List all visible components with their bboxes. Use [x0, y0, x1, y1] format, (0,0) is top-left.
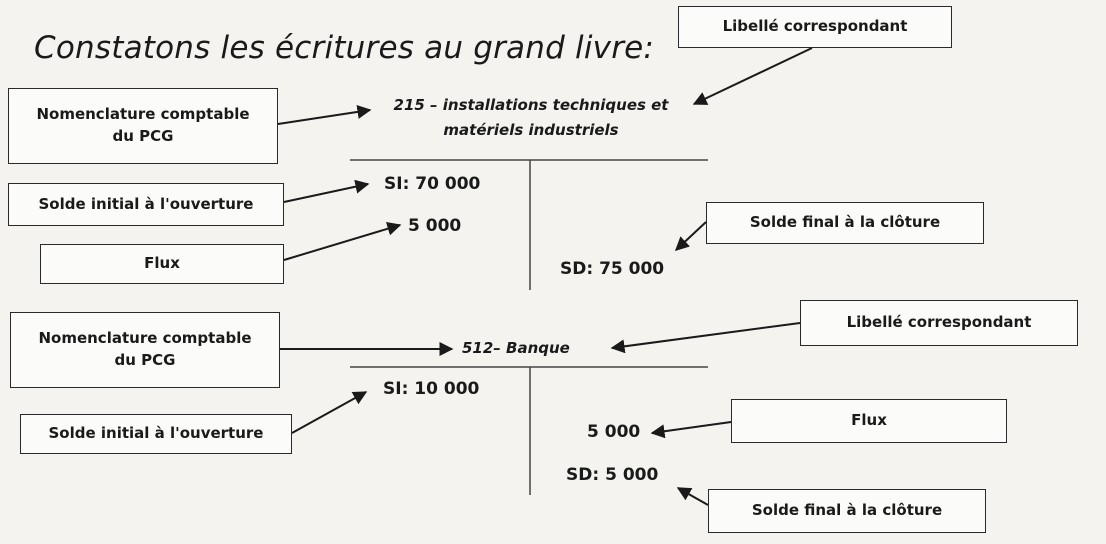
- account-512-si: SI: 10 000: [383, 379, 480, 399]
- box-solde-initial-1: Solde initial à l'ouverture: [8, 183, 284, 226]
- account-512-heading: 512– Banque: [462, 339, 570, 357]
- box-solde-final-2: Solde final à la clôture: [708, 489, 986, 533]
- box-nomenclature-comptable-2: Nomenclature comptable du PCG: [10, 312, 280, 388]
- account-512-sd: SD: 5 000: [566, 465, 659, 485]
- account-215-heading: 215 – installations techniques et matéri…: [372, 93, 690, 143]
- arrow-solde-final-2: [676, 487, 709, 506]
- box-libelle-correspondant-2: Libellé correspondant: [800, 300, 1078, 346]
- arrow-flux-1: [283, 221, 402, 261]
- arrow-libelle-1: [692, 47, 813, 105]
- arrow-solde-initial-2: [291, 391, 368, 434]
- account-215-sd: SD: 75 000: [560, 259, 665, 279]
- account-215-flux: 5 000: [408, 216, 462, 236]
- box-libelle-correspondant-1: Libellé correspondant: [678, 6, 952, 48]
- account-215-si: SI: 70 000: [384, 174, 481, 194]
- arrow-solde-final-1: [674, 221, 707, 251]
- account-215-heading-line1: 215 – installations techniques et: [393, 96, 669, 114]
- arrow-flux-2: [650, 421, 732, 439]
- account-512-flux: 5 000: [587, 422, 641, 442]
- page-title: Constatons les écritures au grand livre:: [34, 30, 655, 66]
- account-215-heading-line2: matériels industriels: [443, 120, 619, 139]
- arrow-libelle-2: [610, 322, 801, 354]
- box-nomenclature-comptable-1: Nomenclature comptable du PCG: [8, 88, 278, 164]
- arrow-solde-initial-1: [283, 179, 370, 203]
- arrow-nomenclature-1: [277, 104, 372, 125]
- box-solde-final-1: Solde final à la clôture: [706, 202, 984, 244]
- box-flux-1: Flux: [40, 244, 284, 284]
- box-flux-2: Flux: [731, 399, 1007, 443]
- box-solde-initial-2: Solde initial à l'ouverture: [20, 414, 292, 454]
